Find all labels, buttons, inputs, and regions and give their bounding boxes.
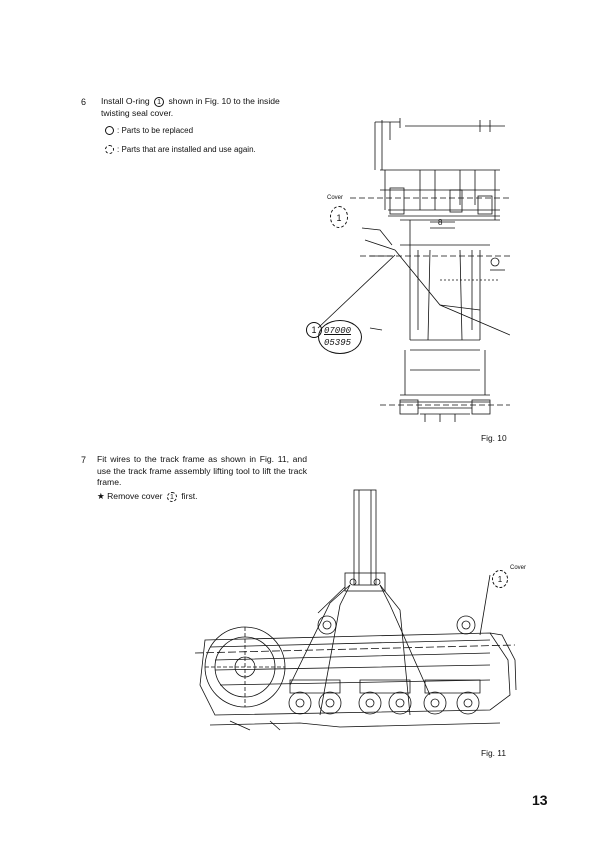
fig-11-cover-ref-icon: 1 [492, 570, 508, 588]
fig-11-cover-label: Cover [510, 565, 527, 571]
fig-10-cover-label: Cover [327, 195, 344, 201]
fig-11-caption: Fig. 11 [481, 748, 506, 758]
page-number: 13 [532, 792, 548, 808]
dashed-circle-icon [105, 145, 114, 154]
step-6-text-after: shown in Fig. 10 to the inside twisting … [101, 96, 280, 118]
fig-10-part-number-oval: 07000 05395 [318, 320, 362, 354]
step-6-text: Install O-ring 1 shown in Fig. 10 to the… [101, 96, 306, 119]
fig-10-cover-ref-icon: 1 [330, 206, 348, 228]
step-7-number: 7 [81, 455, 87, 465]
fig-10-caption: Fig. 10 [481, 433, 507, 443]
solid-circle-icon [105, 126, 114, 135]
fig-11-drawing [194, 489, 517, 731]
fig-10-drawing: 8 [317, 118, 510, 422]
legend-replace: : Parts to be replaced [105, 126, 193, 135]
step-7-note-prefix: ★ Remove cover [97, 491, 163, 501]
legend-reuse-text: : Parts that are installed and use again… [117, 145, 256, 154]
step-6-text-before: Install O-ring [101, 96, 150, 106]
cover-ref-icon: 1 [166, 491, 177, 502]
o-ring-ref-icon: 1 [154, 96, 165, 107]
fig-10-part-no-2: 05395 [324, 338, 352, 348]
step-7-note: ★ Remove cover 1 first. [97, 491, 198, 503]
step-7-text: Fit wires to the track frame as shown in… [97, 454, 307, 487]
legend-reuse: : Parts that are installed and use again… [105, 145, 256, 154]
step-6-number: 6 [81, 97, 87, 107]
fig-10-dim-label: 8 [438, 218, 443, 227]
fig-10-part-no-1: 07000 [324, 326, 352, 336]
legend-replace-text: : Parts to be replaced [117, 126, 194, 135]
step-7-note-suffix: first. [181, 491, 198, 501]
